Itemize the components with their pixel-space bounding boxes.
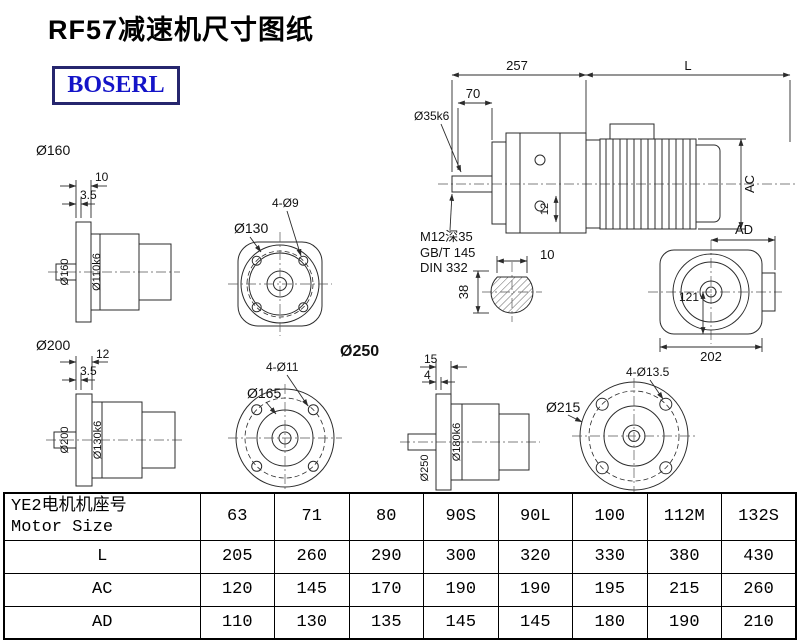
row-label-AD: AD <box>3 605 201 640</box>
table-row-AC: AC 120 145 170 190 190 195 215 260 <box>3 572 797 607</box>
reducer-200-side-view: Ø200 12 3.5 Ø200 Ø130k6 <box>36 337 182 487</box>
dia-215-label: Ø215 <box>546 399 580 415</box>
flange-215-face-view: 4-Ø13.5 Ø215 <box>546 365 698 492</box>
dim-160-10: 10 <box>95 170 109 184</box>
main-side-view: 257 L 70 Ø35k6 12 <box>414 58 798 275</box>
table-cell: 145 <box>274 572 350 607</box>
table-cell: 205 <box>199 539 275 574</box>
size-column-90s: 90S <box>423 492 499 541</box>
terminal-box-rear <box>761 272 776 312</box>
dim-AC: AC <box>742 175 757 193</box>
flange-130-face-view: Ø130 4-Ø9 <box>228 196 332 336</box>
dim-flange-250: Ø250 <box>419 455 431 482</box>
motor-size-header: YE2电机机座号 Motor Size <box>3 492 201 541</box>
dim-L: L <box>684 58 691 73</box>
dim-flange-200: Ø200 <box>59 427 71 454</box>
dim-250-4: 4 <box>424 368 431 382</box>
table-cell: 330 <box>572 539 648 574</box>
row-label-AC: AC <box>3 572 201 607</box>
dim-spigot-130k6: Ø130k6 <box>92 421 104 460</box>
std-note-din: DIN 332 <box>420 260 468 275</box>
table-cell: 380 <box>646 539 722 574</box>
table-cell: 170 <box>348 572 424 607</box>
dim-160-3-5: 3.5 <box>80 188 97 202</box>
dim-AD: AD <box>735 222 753 237</box>
table-cell: 110 <box>199 605 275 640</box>
fan-cover <box>695 144 721 223</box>
dim-flange-160: Ø160 <box>59 259 71 286</box>
dia-130-label: Ø130 <box>234 220 268 236</box>
dim-shaft-height: 38 <box>456 285 471 299</box>
label-200: Ø200 <box>36 337 70 353</box>
table-cell: 210 <box>721 605 797 640</box>
dim-121: 121 <box>679 290 699 304</box>
size-column-90l: 90L <box>497 492 573 541</box>
table-cell: 180 <box>572 605 648 640</box>
logo-text: BOSERL <box>67 72 165 98</box>
table-cell: 215 <box>646 572 722 607</box>
table-cell: 300 <box>423 539 499 574</box>
dim-spigot-110k6: Ø110k6 <box>91 253 103 291</box>
table-cell: 290 <box>348 539 424 574</box>
holes-4d11-label: 4-Ø11 <box>266 360 299 374</box>
dim-12: 12 <box>539 203 551 215</box>
table-cell: 430 <box>721 539 797 574</box>
shaft-section-circle <box>490 276 534 314</box>
gearbox-housing <box>505 132 587 234</box>
table-cell: 260 <box>274 539 350 574</box>
motor-rear-view: AD 121 202 <box>648 222 782 364</box>
table-cell: 260 <box>721 572 797 607</box>
reducer-250-side-view: 15 4 Ø250 Ø180k6 <box>400 352 540 491</box>
table-cell: 145 <box>497 605 573 640</box>
tap-note: M12深35 <box>420 229 473 244</box>
dim-200-3-5: 3.5 <box>80 364 97 378</box>
size-column-112m: 112M <box>646 492 722 541</box>
dim-70: 70 <box>466 86 480 101</box>
table-cell: 190 <box>646 605 722 640</box>
dim-250-15: 15 <box>424 352 438 366</box>
table-cell: 195 <box>572 572 648 607</box>
shaft-dia-label: Ø35k6 <box>414 109 450 123</box>
motor-fins <box>605 139 691 229</box>
motor-size-header-en: Motor Size <box>11 517 114 537</box>
table-cell: 190 <box>497 572 573 607</box>
table-cell: 120 <box>199 572 275 607</box>
size-column-132s: 132S <box>721 492 797 541</box>
terminal-box <box>609 123 655 140</box>
technical-drawing: 257 L 70 Ø35k6 12 <box>36 58 798 492</box>
size-column-63: 63 <box>199 492 275 541</box>
boserl-logo: BOSERL <box>52 66 180 105</box>
size-column-71: 71 <box>274 492 350 541</box>
table-cell: 320 <box>497 539 573 574</box>
holes-4d9-label: 4-Ø9 <box>272 196 299 210</box>
dim-202: 202 <box>700 349 722 364</box>
flange-165-face-view: 4-Ø11 Ø165 Ø250 <box>228 343 379 492</box>
label-160: Ø160 <box>36 142 70 158</box>
table-cell: 135 <box>348 605 424 640</box>
table-cell: 130 <box>274 605 350 640</box>
table-cell: 190 <box>423 572 499 607</box>
holes-4d13-5-label: 4-Ø13.5 <box>626 365 670 379</box>
shaft-cross-section: 10 38 <box>456 247 554 322</box>
dim-spigot-180k6: Ø180k6 <box>451 423 463 462</box>
page-title: RF57减速机尺寸图纸 <box>48 15 315 45</box>
row-label-L: L <box>3 539 201 574</box>
dim-257: 257 <box>506 58 528 73</box>
size-column-100: 100 <box>572 492 648 541</box>
table-cell: 145 <box>423 605 499 640</box>
table-row-L: L 205 260 290 300 320 330 380 430 <box>3 539 797 574</box>
motor-size-header-cn: YE2电机机座号 <box>11 496 127 516</box>
spec-table: YE2电机机座号 Motor Size 63 71 80 90S 90L 100… <box>3 492 797 640</box>
std-note-gbt: GB/T 145 <box>420 245 475 260</box>
table-header-row: YE2电机机座号 Motor Size 63 71 80 90S 90L 100… <box>3 492 797 541</box>
dia-165-label: Ø165 <box>247 385 281 401</box>
table-row-AD: AD 110 130 135 145 145 180 190 210 <box>3 605 797 640</box>
size-column-80: 80 <box>348 492 424 541</box>
label-250: Ø250 <box>340 343 379 360</box>
reducer-160-side-view: Ø160 10 3.5 Ø160 Ø110k6 <box>36 142 180 323</box>
dim-key-width: 10 <box>540 247 554 262</box>
dim-200-12: 12 <box>96 347 110 361</box>
